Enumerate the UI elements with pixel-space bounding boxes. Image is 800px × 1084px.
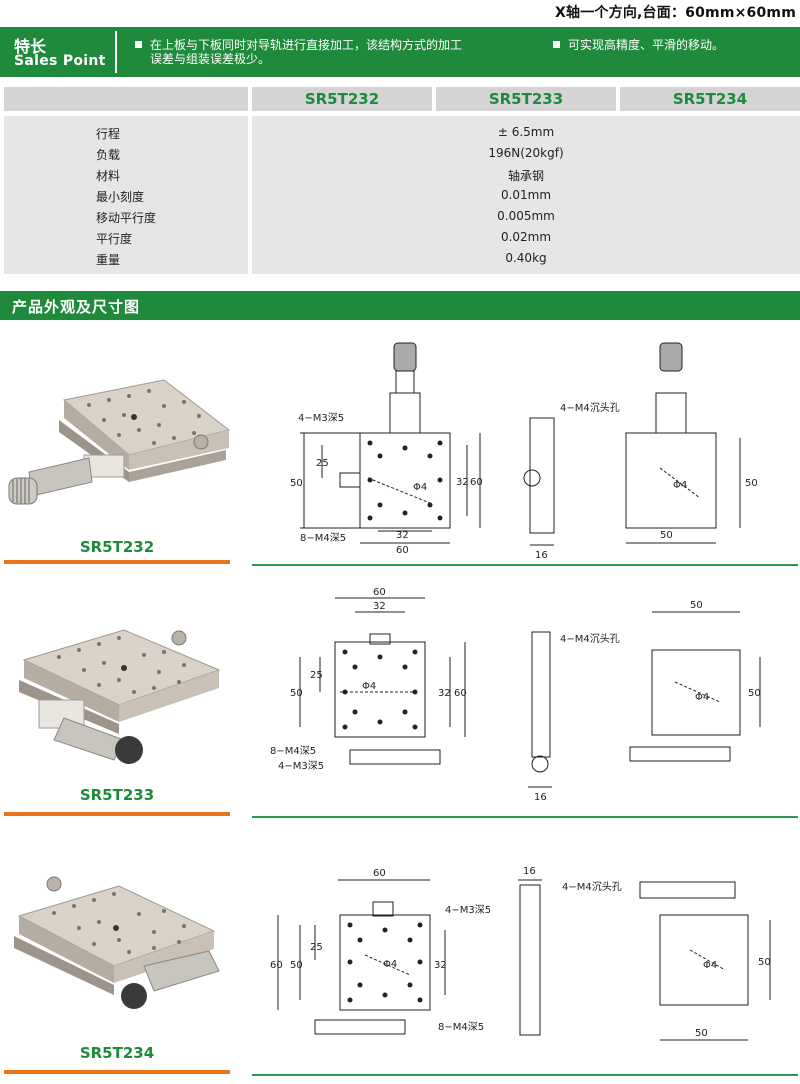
dim-label: 25 (310, 942, 323, 953)
spec-table-body: 行程 ± 6.5mm 负载 196N(20kgf) 材料 轴承钢 最小刻度 0.… (0, 116, 800, 274)
dim-label: 8−M4深5 (438, 1021, 484, 1033)
dim-label: 50 (695, 1028, 708, 1039)
dim-label: Φ4 (703, 960, 717, 971)
dim-label: 4−M3深5 (278, 760, 324, 772)
spec-label-column (4, 116, 248, 274)
dim-label: 50 (290, 960, 303, 971)
dim-label: 50 (290, 478, 303, 489)
features-bar: 特长 Sales Point 在上板与下板同时对导轨进行直接加工，该结构方式的加… (0, 27, 800, 77)
dim-label: 32 (373, 601, 386, 612)
product-photo-sr5t233 (19, 629, 221, 764)
orange-divider (4, 560, 230, 564)
dim-label: Φ4 (362, 681, 376, 692)
spec-header-model-3: SR5T234 (620, 87, 800, 111)
green-divider (252, 1074, 798, 1076)
dim-label: 4−M4沉头孔 (560, 632, 620, 645)
page-title: X轴一个方向,台面：60mm×60mm (555, 5, 796, 21)
features-label-box: 特长 Sales Point (4, 31, 117, 73)
spec-label-weight: 重量 (96, 253, 121, 267)
spec-header-model-1: SR5T232 (252, 87, 432, 111)
dim-label: 60 (396, 545, 409, 556)
dim-label: 4−M4沉头孔 (562, 880, 622, 893)
spec-value-min-scale: 0.01mm (500, 188, 552, 202)
dim-label: 16 (523, 866, 536, 877)
product-sr5t233: SR5T233 60 32 25 50 32 60 Φ4 8−M4深5 4−M3… (0, 578, 800, 818)
section-bar: 产品外观及尺寸图 (0, 291, 800, 320)
green-divider (252, 816, 798, 818)
dim-label: 4−M3深5 (298, 412, 344, 424)
dim-label: Φ4 (413, 482, 427, 493)
product-model-sr5t234: SR5T234 (79, 1044, 155, 1062)
product-photo-sr5t234 (14, 876, 220, 1009)
dim-label: 60 (373, 868, 386, 879)
dim-label: 4−M4沉头孔 (560, 401, 620, 414)
spec-label-parallelism: 平行度 (96, 232, 133, 246)
orange-divider (4, 1070, 230, 1074)
dim-label: 25 (316, 458, 329, 469)
spec-value-parallelism: 0.02mm (500, 230, 552, 244)
spec-label-load: 负载 (96, 148, 121, 162)
dim-label: 32 (396, 530, 409, 541)
dim-label: 16 (535, 550, 548, 560)
drawing-sr5t232: 4−M3深5 8−M4深5 50 25 32 60 32 60 Φ4 4−M4沉… (290, 342, 758, 560)
spec-label-min-scale: 最小刻度 (96, 190, 145, 204)
spec-value-load: 196N(20kgf) (488, 146, 564, 160)
orange-divider (4, 812, 230, 816)
spec-header-model-2: SR5T233 (436, 87, 616, 111)
dim-label: 60 (373, 587, 386, 598)
dim-label: 60 (470, 477, 483, 488)
section-title: 产品外观及尺寸图 (12, 298, 141, 316)
dim-label: 50 (745, 478, 758, 489)
feature-item-1-line1: 在上板与下板同时对导轨进行直接加工，该结构方式的加工 (150, 38, 463, 52)
feature-item-1-line2: 误差与组装误差极少。 (150, 52, 271, 66)
dim-label: 50 (758, 957, 771, 968)
dim-label: 50 (690, 600, 703, 611)
spec-table-header: SR5T232 SR5T233 SR5T234 (0, 87, 800, 111)
spec-value-stroke: ± 6.5mm (497, 125, 555, 139)
drawing-sr5t234: 60 4−M3深5 25 50 60 32 Φ4 8−M4深5 16 4−M4沉… (270, 866, 771, 1041)
spec-value-moving-parallelism: 0.005mm (497, 209, 555, 223)
dim-label: 50 (290, 688, 303, 699)
features-label-cn: 特长 (14, 37, 47, 56)
spec-label-moving-parallelism: 移动平行度 (96, 211, 157, 225)
product-model-sr5t233: SR5T233 (79, 786, 155, 804)
product-sr5t234: SR5T234 60 4−M3深5 25 50 60 32 Φ4 8−M4深5 (0, 836, 800, 1076)
dim-label: Φ4 (383, 959, 397, 970)
product-sr5t232: SR5T232 4−M3深5 8−M4深5 50 25 32 60 (0, 330, 800, 570)
dim-label: 8−M4深5 (300, 532, 346, 544)
product-photo-sr5t232 (8, 379, 230, 505)
dim-label: 32 (456, 477, 469, 488)
dim-label: 8−M4深5 (270, 745, 316, 757)
bullet-icon (553, 41, 560, 48)
bullet-icon (135, 41, 142, 48)
dim-label: 32 (434, 960, 447, 971)
spec-header-blank (4, 87, 248, 111)
dim-label: 4−M3深5 (445, 904, 491, 916)
dim-label: 25 (310, 670, 323, 681)
spec-label-stroke: 行程 (96, 127, 121, 141)
dim-label: 32 (438, 688, 451, 699)
dim-label: 16 (534, 792, 547, 803)
dim-label: 50 (748, 688, 761, 699)
spec-value-weight: 0.40kg (505, 251, 547, 265)
dim-label: Φ4 (695, 692, 709, 703)
spec-value-column (252, 116, 800, 274)
feature-item-2-text: 可实现高精度、平滑的移动。 (568, 38, 725, 52)
spec-value-material: 轴承钢 (507, 169, 544, 183)
dim-label: 60 (270, 960, 283, 971)
dim-label: Φ4 (673, 480, 687, 491)
product-model-sr5t232: SR5T232 (79, 538, 155, 556)
spec-label-material: 材料 (96, 169, 121, 183)
dim-label: 60 (454, 688, 467, 699)
feature-item-1: 在上板与下板同时对导轨进行直接加工，该结构方式的加工 误差与组装误差极少。 (135, 38, 535, 66)
feature-item-2: 可实现高精度、平滑的移动。 (553, 38, 793, 52)
features-label-en: Sales Point (14, 53, 106, 69)
green-divider (252, 564, 798, 566)
dim-label: 50 (660, 530, 673, 541)
drawing-sr5t233: 60 32 25 50 32 60 Φ4 8−M4深5 4−M3深5 4−M4沉… (270, 587, 761, 803)
